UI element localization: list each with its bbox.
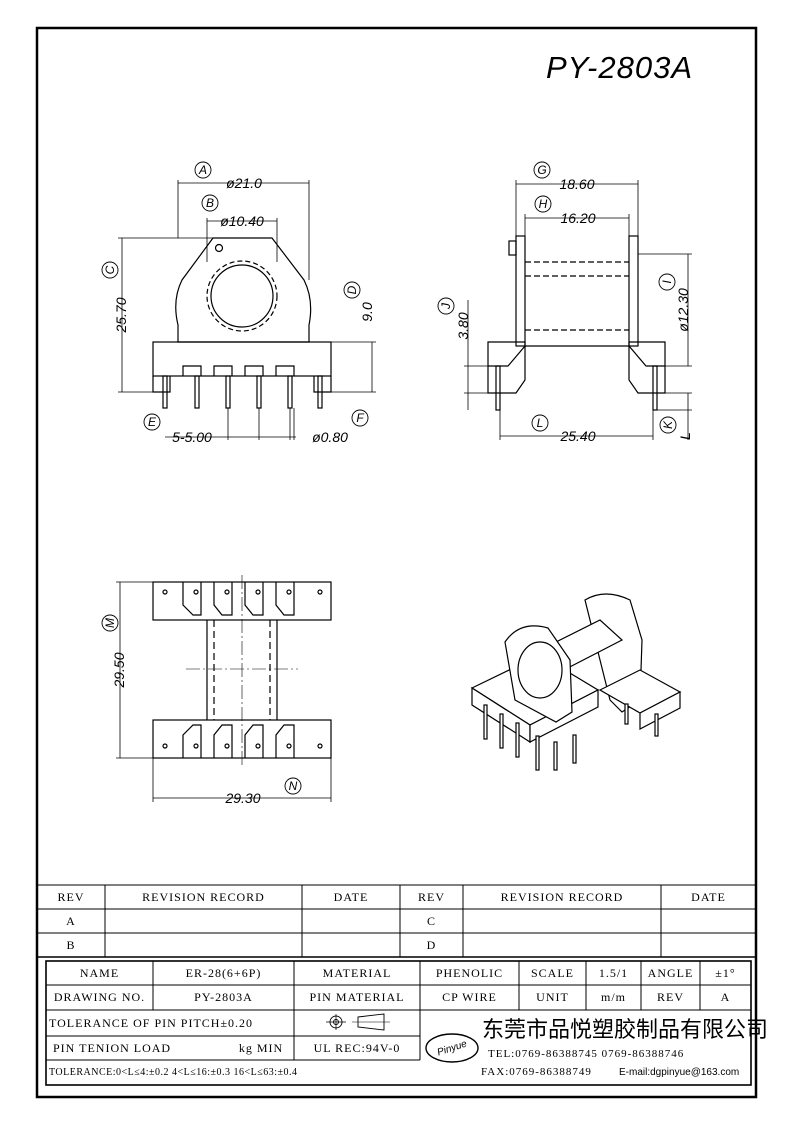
callout-d: D xyxy=(345,285,359,294)
unit-label: UNIT xyxy=(536,990,569,1004)
revision-record-header-2: REVISION RECORD xyxy=(500,889,624,904)
right-flange xyxy=(628,235,639,347)
rev-b: B xyxy=(66,937,76,952)
callout-n: N xyxy=(289,779,298,793)
ul-rec: UL REC:94V-0 xyxy=(313,1040,401,1055)
angle-value: ±1° xyxy=(715,965,736,980)
dim-m: 29.50 xyxy=(111,652,127,688)
drawing-title: PY-2803A xyxy=(546,50,694,85)
name-label: NAME xyxy=(79,965,120,980)
dim-h: 16.20 xyxy=(560,210,595,226)
angle-label: ANGLE xyxy=(647,965,694,980)
left-base xyxy=(487,341,526,367)
dim-g: 18.60 xyxy=(559,176,594,192)
material-value: PHENOLIC xyxy=(435,965,504,980)
dim-b: ø10.40 xyxy=(220,213,264,229)
rev-a: A xyxy=(66,913,76,928)
dim-l: 25.40 xyxy=(559,428,595,444)
dim-e: 5-5.00 xyxy=(172,429,212,445)
pin1-marker xyxy=(214,243,224,253)
callout-l: L xyxy=(537,416,544,430)
callout-k: K xyxy=(661,420,675,429)
name-value: ER-28(6+6P) xyxy=(185,965,262,980)
bobbin-hole-dashed xyxy=(206,260,278,332)
dim-i: ø12.30 xyxy=(675,288,691,332)
side-view-labels: G H I J K L 18.60 16.20 ø12.30 3.80 25.4… xyxy=(439,163,693,444)
callout-m: M xyxy=(103,618,117,628)
right-pin xyxy=(652,365,658,411)
base-foot-left xyxy=(152,376,171,393)
left-flange xyxy=(515,235,526,347)
tolerance-ranges: TOLERANCE:0<L≤4:±0.2 4<L≤16:±0.3 16<L≤63… xyxy=(49,1067,298,1078)
tel: TEL:0769-86388745 0769-86388746 xyxy=(488,1048,685,1060)
base-block xyxy=(152,341,332,377)
drawing-no-label: DRAWING NO. xyxy=(53,990,146,1004)
callout-c: C xyxy=(103,265,117,274)
fax: FAX:0769-86388749 xyxy=(481,1066,592,1078)
right-base xyxy=(628,341,666,367)
rev-header-1: REV xyxy=(57,889,85,904)
callout-e: E xyxy=(148,415,157,429)
iso-pins xyxy=(483,703,659,771)
unit-value: m/m xyxy=(600,990,626,1004)
top-pin-holes xyxy=(162,582,323,616)
callout-b: B xyxy=(206,196,214,210)
pin-tension-value: kg MIN xyxy=(238,1040,284,1055)
scale-label: SCALE xyxy=(530,965,574,980)
front-hole xyxy=(517,641,563,699)
scale-value: 1.5/1 xyxy=(598,965,629,980)
material-label: MATERIAL xyxy=(322,965,392,980)
callout-g: G xyxy=(537,163,546,177)
flange-tab xyxy=(508,240,517,256)
front-view-labels: A B C D E F ø21.0 ø10.40 25.70 9.0 5-5.0… xyxy=(103,163,375,445)
rev-c: C xyxy=(426,913,436,928)
pin-slots xyxy=(182,365,295,376)
bottom-pin-holes xyxy=(162,724,323,758)
company-name: 东莞市品悦塑胶制品有限公司 xyxy=(482,1018,769,1043)
callout-f: F xyxy=(356,411,364,425)
email: E-mail:dgpinyue@163.com xyxy=(619,1066,740,1078)
revision-record-header-1: REVISION RECORD xyxy=(142,889,265,904)
left-pin xyxy=(495,365,501,411)
callout-i: I xyxy=(660,280,674,284)
rev-label: REV xyxy=(657,990,684,1004)
callout-j: J xyxy=(439,302,453,310)
pin-material-value: CP WIRE xyxy=(442,990,497,1004)
side-view xyxy=(437,161,692,440)
tolerance-pin-pitch: TOLERANCE OF PIN PITCH±0.20 xyxy=(49,1015,254,1030)
isometric-view xyxy=(470,593,682,771)
dim-d: 9.0 xyxy=(359,302,375,322)
date-header-1: DATE xyxy=(333,889,369,904)
bottom-view xyxy=(101,575,332,802)
dim-n: 29.30 xyxy=(224,790,260,806)
bobbin-hole xyxy=(210,264,274,328)
dim-j: 3.80 xyxy=(455,312,471,339)
pin-material-label: PIN MATERIAL xyxy=(309,990,405,1004)
front-view xyxy=(101,161,376,440)
callout-a: A xyxy=(198,163,207,177)
dim-l-pin: L xyxy=(677,432,693,440)
logo-oval xyxy=(425,1033,479,1063)
dim-c: 25.70 xyxy=(113,297,129,333)
callout-h: H xyxy=(539,197,548,211)
dim-f: ø0.80 xyxy=(312,429,348,445)
sheet-border xyxy=(35,26,758,1099)
dim-a: ø21.0 xyxy=(226,175,262,191)
date-header-2: DATE xyxy=(691,889,726,904)
bottom-view-labels: M N 29.50 29.30 xyxy=(103,618,298,806)
rev-value: A xyxy=(720,990,731,1004)
pin-tension-label: PIN TENION LOAD xyxy=(53,1040,172,1055)
rev-header-2: REV xyxy=(418,889,445,904)
rev-d: D xyxy=(426,937,437,952)
drawing-no-value: PY-2803A xyxy=(194,990,253,1004)
